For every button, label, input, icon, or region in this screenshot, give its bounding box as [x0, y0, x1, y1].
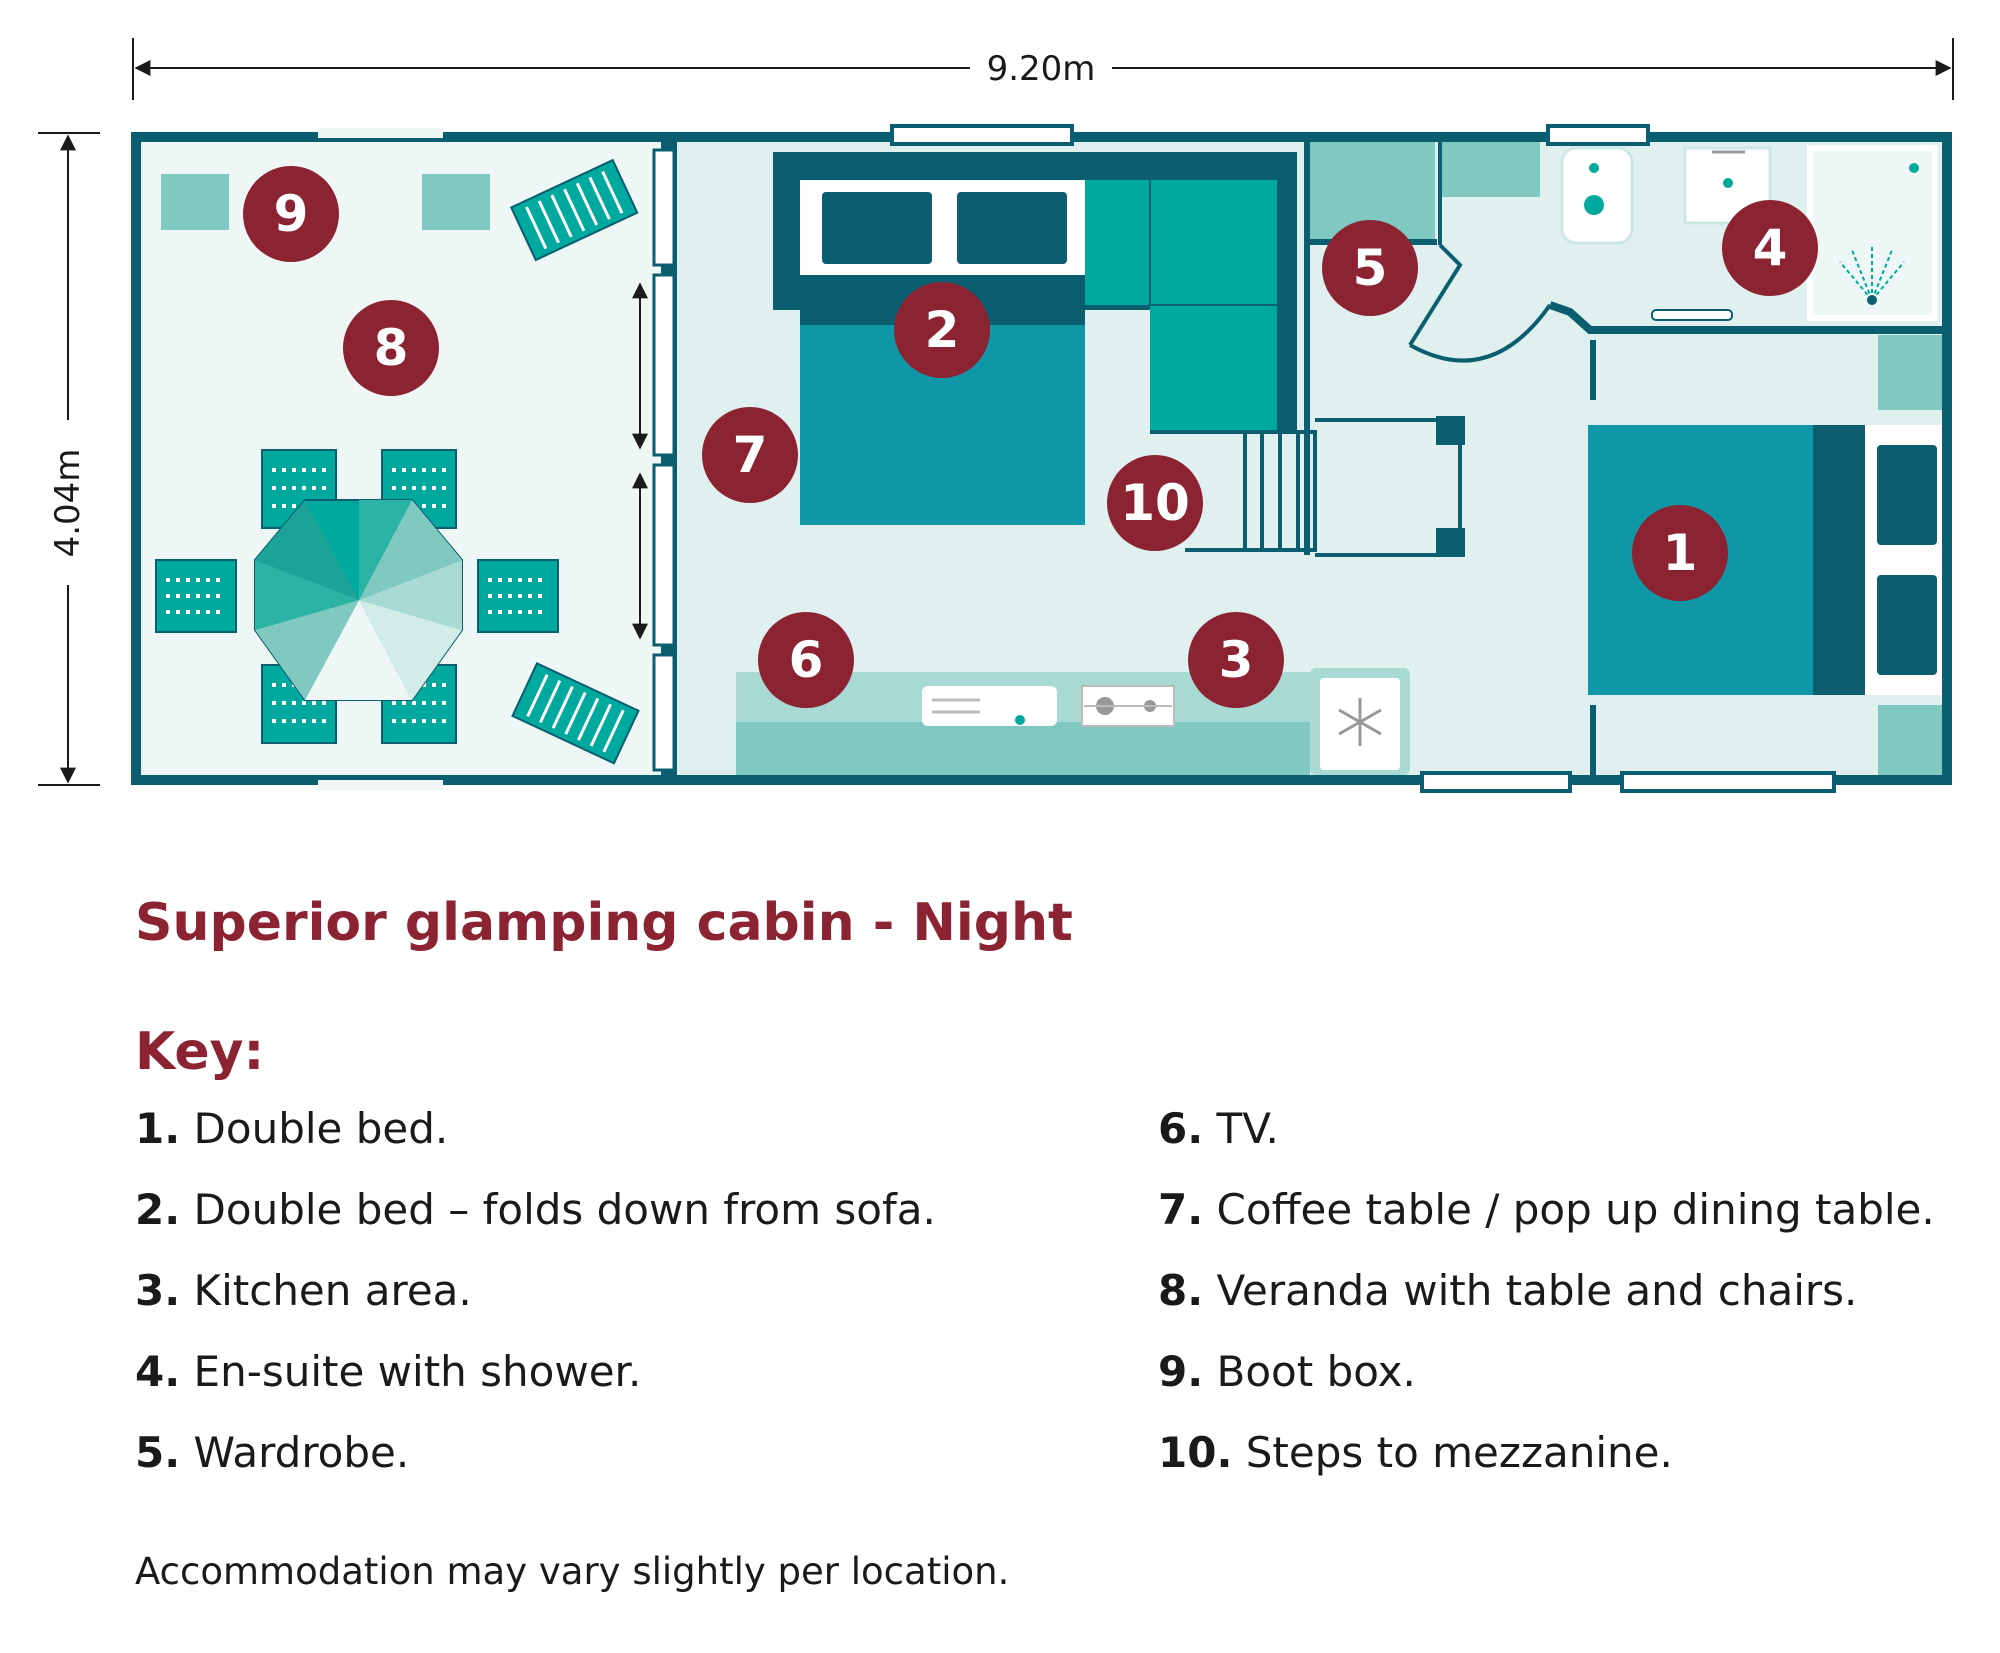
- svg-text:6: 6: [789, 631, 824, 689]
- width-label: 9.20m: [987, 49, 1096, 89]
- svg-text:9: 9: [274, 185, 309, 243]
- parasol-table: [254, 499, 463, 701]
- width-dimension: 9.20m: [132, 38, 1954, 100]
- key-item: 1. Double bed.: [135, 1104, 449, 1153]
- height-dimension: 4.04m: [38, 132, 100, 786]
- key-item: 9. Boot box.: [1158, 1347, 1416, 1396]
- chair-slats: [166, 468, 548, 723]
- key-heading: Key:: [135, 1022, 265, 1082]
- wardrobe: [1307, 142, 1540, 242]
- svg-text:4: 4: [1753, 219, 1788, 277]
- key-item: 8. Veranda with table and chairs.: [1158, 1266, 1858, 1315]
- marker-10: 10: [1107, 455, 1203, 551]
- height-label: 4.04m: [48, 449, 88, 558]
- key-list-left: 1. Double bed. 2. Double bed – folds dow…: [135, 1104, 936, 1509]
- key-item: 3. Kitchen area.: [135, 1266, 472, 1315]
- markers: 1 2 3 4 5 6 7 8 9 10: [243, 166, 1818, 708]
- shower-spray-icon: [1839, 246, 1905, 301]
- page-title: Superior glamping cabin - Night: [135, 893, 1073, 953]
- svg-text:1: 1: [1663, 524, 1698, 582]
- lounger-top: [509, 158, 639, 262]
- windows: [318, 124, 1836, 793]
- key-item: 7. Coffee table / pop up dining table.: [1158, 1185, 1935, 1234]
- lounger-bottom: [511, 662, 640, 765]
- boot-box-left: [161, 174, 229, 230]
- key-item: 10. Steps to mezzanine.: [1158, 1428, 1673, 1477]
- marker-2: 2: [894, 282, 990, 378]
- marker-1: 1: [1632, 505, 1728, 601]
- svg-text:7: 7: [733, 426, 768, 484]
- mezzanine-stairs: [1150, 416, 1465, 557]
- bathroom: [1408, 142, 1942, 363]
- marker-6: 6: [758, 612, 854, 708]
- svg-text:10: 10: [1120, 474, 1190, 532]
- svg-text:8: 8: [374, 319, 409, 377]
- svg-text:5: 5: [1353, 239, 1388, 297]
- key-item: 4. En-suite with shower.: [135, 1347, 642, 1396]
- snowflake-icon: [1338, 698, 1382, 746]
- key-item: 6. TV.: [1158, 1104, 1279, 1153]
- marker-4: 4: [1722, 200, 1818, 296]
- marker-5: 5: [1322, 220, 1418, 316]
- svg-text:3: 3: [1219, 631, 1254, 689]
- svg-text:2: 2: [925, 301, 960, 359]
- key-item: 2. Double bed – folds down from sofa.: [135, 1185, 936, 1234]
- veranda-furniture: [155, 158, 640, 765]
- boot-box-right: [422, 174, 490, 230]
- veranda-partition: [632, 142, 677, 775]
- floor-plan: 9.20m 4.04m: [38, 38, 1954, 793]
- key-item: 5. Wardrobe.: [135, 1428, 410, 1477]
- footnote: Accommodation may vary slightly per loca…: [135, 1550, 1010, 1593]
- marker-9: 9: [243, 166, 339, 262]
- marker-3: 3: [1188, 612, 1284, 708]
- marker-7: 7: [702, 407, 798, 503]
- marker-8: 8: [343, 300, 439, 396]
- key-list-right: 6. TV. 7. Coffee table / pop up dining t…: [1158, 1104, 1935, 1509]
